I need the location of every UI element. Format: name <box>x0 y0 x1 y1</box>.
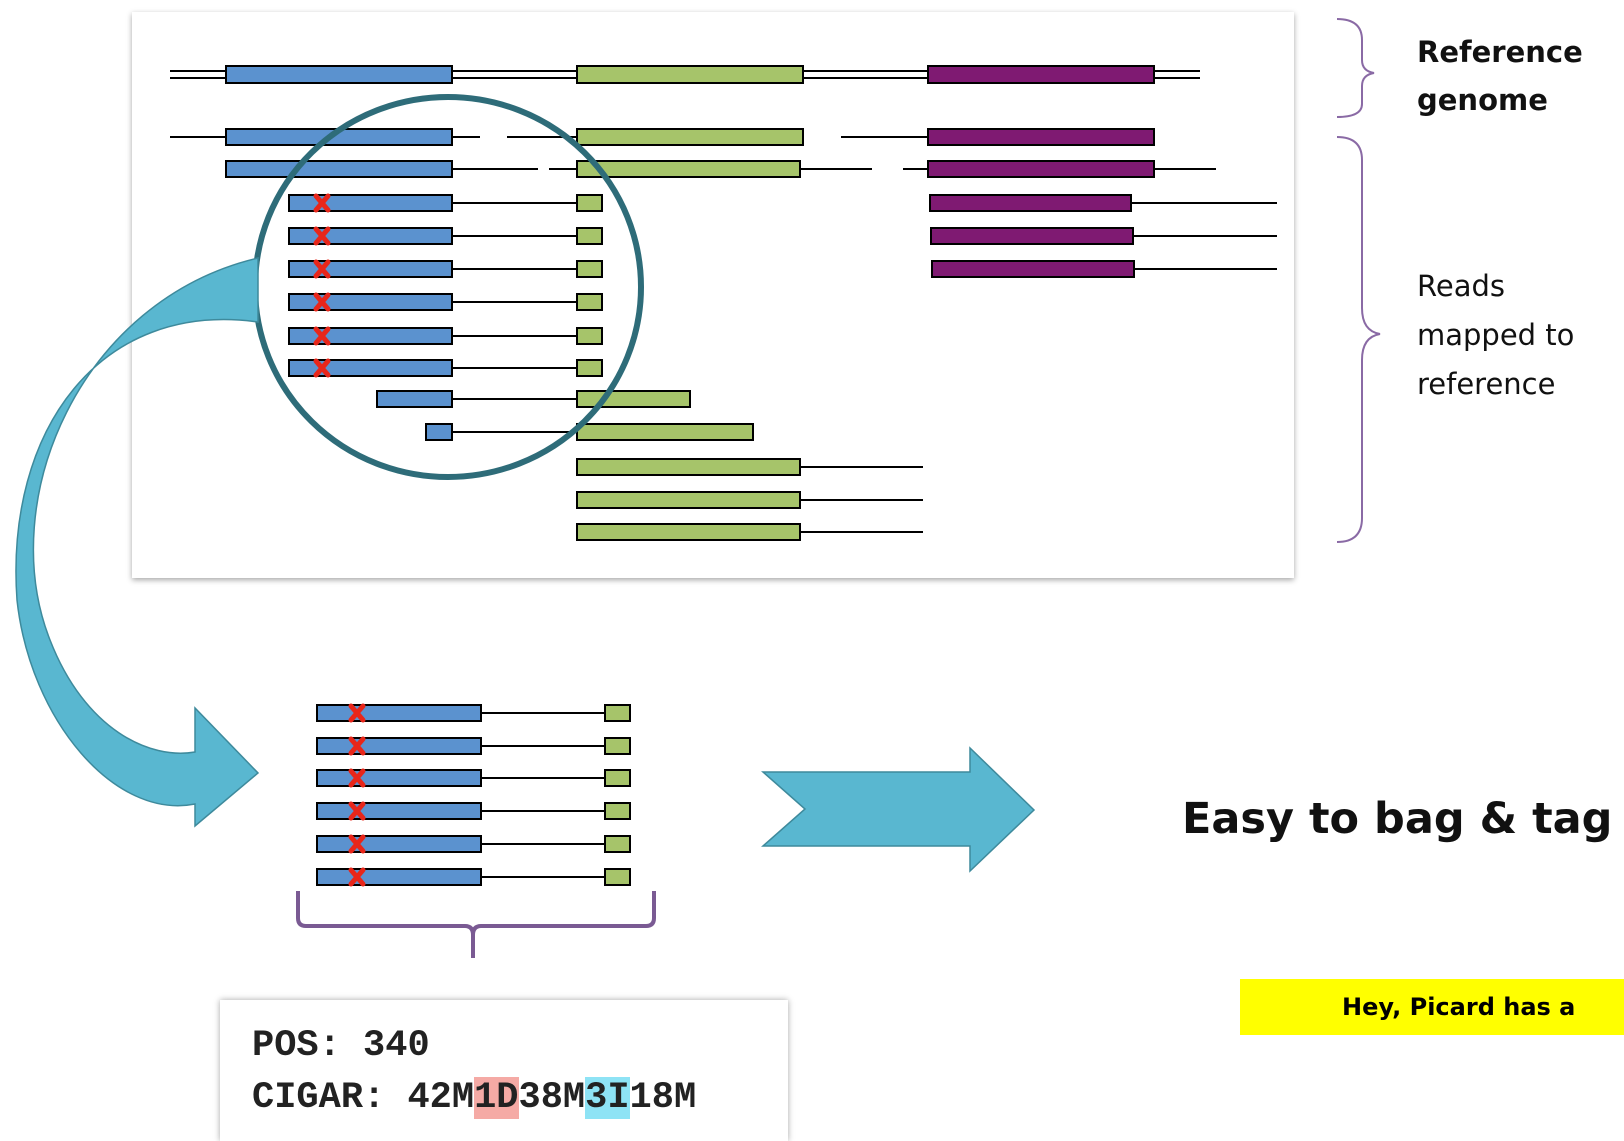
cigar-part-match-1: 42M <box>407 1077 475 1119</box>
right-arrow <box>761 746 1036 873</box>
reference-exon-blue <box>225 65 453 84</box>
curved-arrow <box>15 257 260 828</box>
mismatch-marks-zoomed <box>348 703 366 887</box>
cigar-line: CIGAR: 42M1D38M3I18M <box>252 1077 696 1119</box>
mismatch-marks-top <box>313 193 331 378</box>
cigar-label: CIGAR: <box>252 1077 386 1119</box>
reference-exon-purple <box>927 65 1155 84</box>
cigar-part-deletion: 1D <box>474 1077 519 1119</box>
pos-value: 340 <box>363 1025 430 1067</box>
cigar-part-match-3: 18M <box>629 1077 697 1119</box>
reference-exon-green <box>576 65 804 84</box>
zoomed-reads <box>316 704 631 886</box>
reads-brace <box>1336 136 1381 543</box>
reference-genome-track <box>170 65 1200 84</box>
cigar-box: POS: 340 CIGAR: 42M1D38M3I18M <box>220 1000 788 1141</box>
spliced-read-group <box>288 194 603 377</box>
reference-brace <box>1336 18 1375 118</box>
mapped-reads <box>170 128 1277 541</box>
cigar-part-insertion: 3I <box>585 1077 630 1119</box>
zoom-bracket <box>296 891 656 958</box>
reference-genome-label: Reference genome <box>1417 35 1583 117</box>
easy-to-bag-label: Easy to bag & tag <box>1182 794 1613 844</box>
pos-line: POS: 340 <box>252 1025 430 1067</box>
reads-mapped-label: Reads mapped to reference <box>1417 269 1575 401</box>
picard-note-text: Hey, Picard has a <box>1342 993 1576 1021</box>
cigar-part-match-2: 38M <box>518 1077 586 1119</box>
pos-label: POS: <box>252 1025 341 1067</box>
picard-note: Hey, Picard has a <box>1240 979 1624 1035</box>
